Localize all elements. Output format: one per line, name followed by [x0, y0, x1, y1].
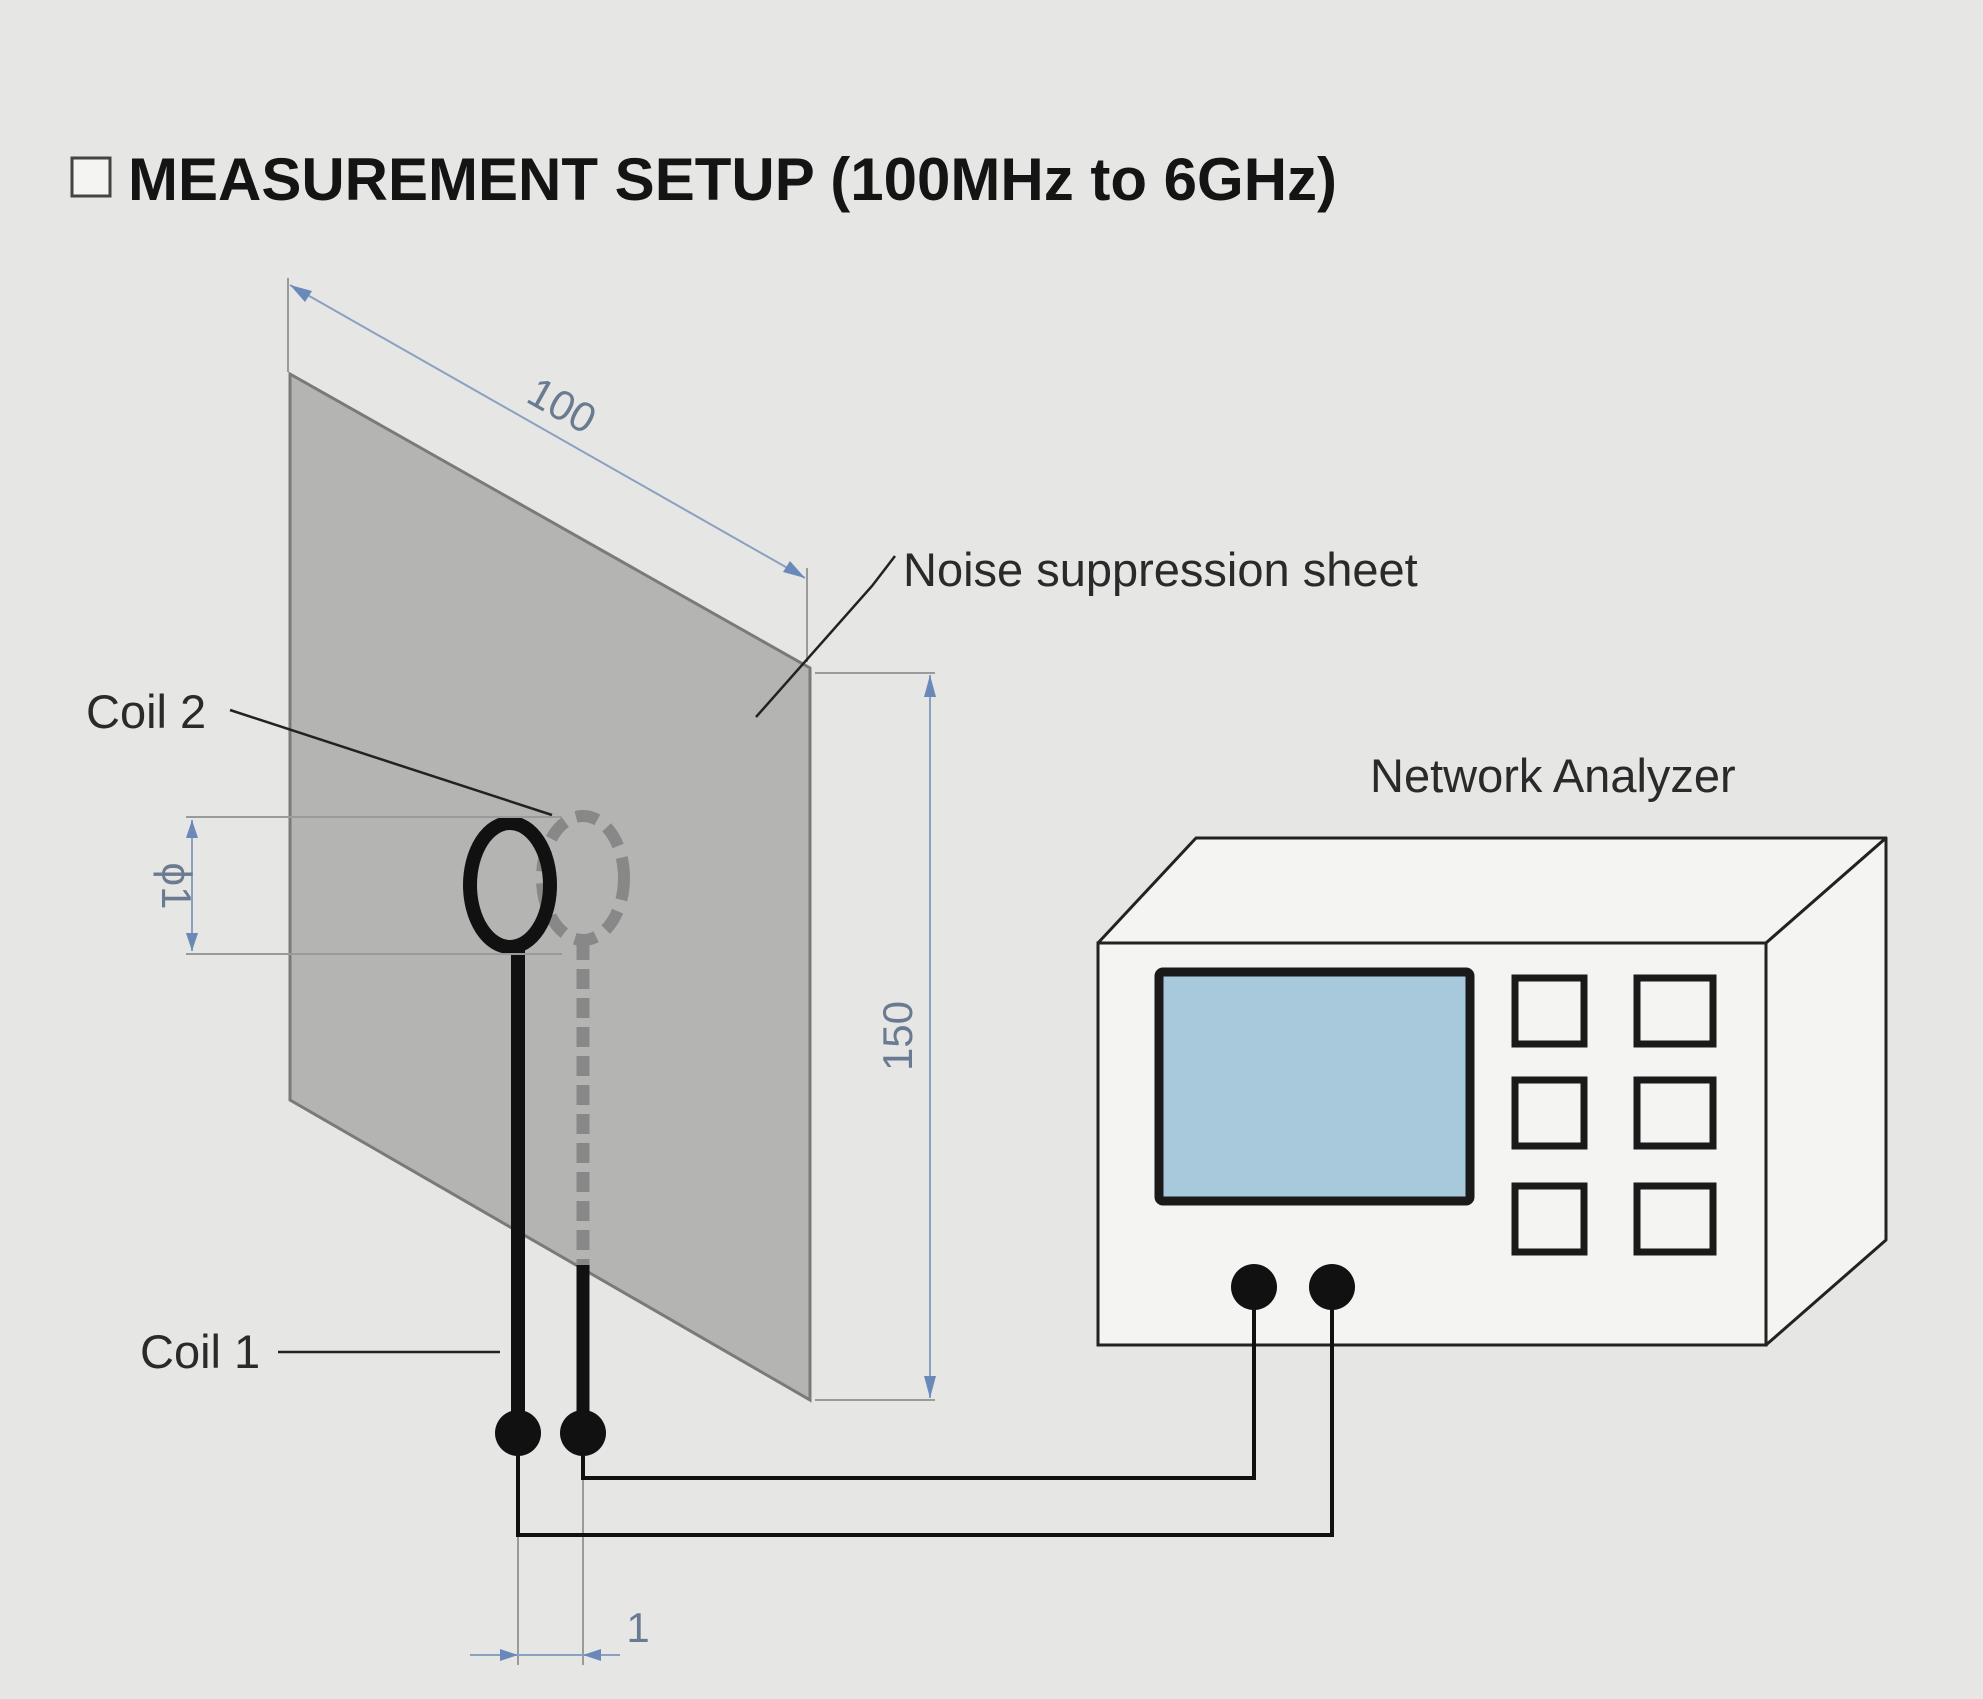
gap-dimension: 1	[470, 1460, 650, 1665]
analyzer-key	[1633, 1076, 1717, 1150]
checkbox-icon	[70, 156, 112, 198]
analyzer-label: Network Analyzer	[1370, 749, 1736, 802]
width-dimension-label: 100	[520, 368, 604, 443]
analyzer-key	[1511, 1076, 1588, 1150]
height-dimension-label: 150	[874, 1001, 921, 1071]
analyzer-port-2	[1309, 1264, 1355, 1310]
analyzer-key	[1633, 974, 1717, 1048]
network-analyzer	[1096, 836, 1888, 1347]
loop-diameter-dimension: ϕ1	[153, 816, 562, 955]
page-title: MEASUREMENT SETUP (100MHz to 6GHz)	[128, 146, 1337, 213]
analyzer-key	[1511, 974, 1588, 1048]
sheet-leader	[755, 555, 896, 718]
cables	[516, 1290, 1334, 1537]
sheet-label: Noise suppression sheet	[903, 543, 1418, 596]
height-dimension: 150	[815, 672, 936, 1401]
analyzer-key	[1633, 1182, 1717, 1256]
coil2-label: Coil 2	[86, 685, 206, 738]
analyzer-screen	[1154, 967, 1475, 1206]
analyzer-keypad	[1511, 974, 1717, 1256]
loop-diameter-label: ϕ1	[153, 863, 200, 910]
analyzer-key	[1511, 1182, 1588, 1256]
coil1-label: Coil 1	[140, 1325, 260, 1378]
coil2-leader	[229, 708, 553, 817]
gap-dimension-label: 1	[626, 1604, 649, 1651]
analyzer-port-1	[1231, 1264, 1277, 1310]
